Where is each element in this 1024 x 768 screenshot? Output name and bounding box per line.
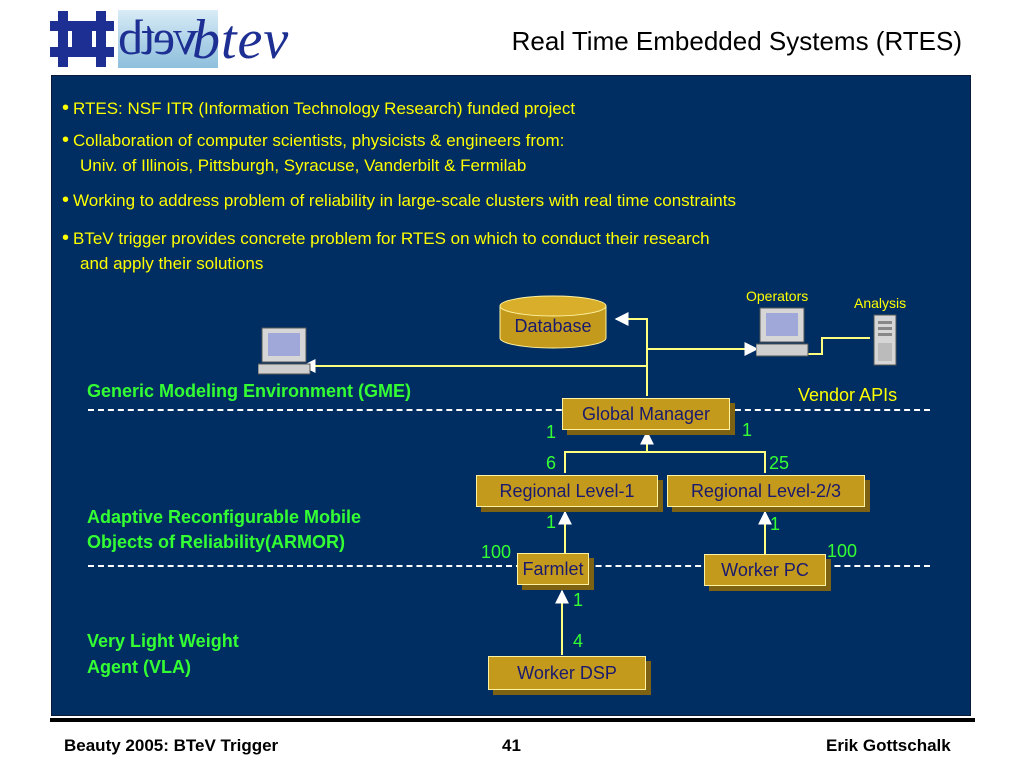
regional-level-1-box: Regional Level-1 bbox=[476, 475, 658, 507]
content-panel: •RTES: NSF ITR (Information Technology R… bbox=[51, 75, 971, 716]
gm-to-rl23-line bbox=[647, 451, 766, 473]
fermilab-btev-logo bbox=[50, 5, 330, 71]
count-rl1-bottom: 1 bbox=[546, 512, 557, 532]
count-rl23-bottom: 1 bbox=[770, 514, 781, 534]
database-label: Database bbox=[514, 316, 592, 336]
slide-title: Real Time Embedded Systems (RTES) bbox=[511, 26, 962, 56]
fermilab-logo-icon bbox=[50, 11, 114, 67]
bullet-2-continuation: Univ. of Illinois, Pittsburgh, Syracuse,… bbox=[80, 156, 527, 175]
count-farmlet-bottom: 1 bbox=[573, 590, 584, 610]
operators-workstation-icon bbox=[756, 307, 809, 357]
count-dsp-top: 4 bbox=[573, 631, 584, 651]
divider-top bbox=[88, 409, 930, 411]
armor-label-line2: Objects of Reliability(ARMOR) bbox=[87, 532, 346, 552]
logo-mirror-text: vetb bbox=[120, 9, 199, 65]
regional-level-2-3-box: Regional Level-2/3 bbox=[667, 475, 865, 507]
vla-label-line2: Agent (VLA) bbox=[87, 657, 191, 677]
farmlet-box: Farmlet bbox=[517, 553, 589, 585]
worker-pc-box: Worker PC bbox=[704, 554, 826, 586]
analysis-server-icon bbox=[873, 314, 897, 366]
bullet-1-text: RTES: NSF ITR (Information Technology Re… bbox=[73, 99, 576, 118]
bullet-4-text: BTeV trigger provides concrete problem f… bbox=[73, 229, 710, 248]
bullet-1: •RTES: NSF ITR (Information Technology R… bbox=[62, 97, 576, 119]
bullet-2-text: Collaboration of computer scientists, ph… bbox=[73, 131, 565, 150]
page-number: 41 bbox=[502, 736, 521, 755]
global-manager-box: Global Manager bbox=[562, 398, 730, 430]
analysis-label: Analysis bbox=[854, 295, 907, 311]
bullet-2: •Collaboration of computer scientists, p… bbox=[62, 129, 565, 151]
armor-label-line1: Adaptive Reconfigurable Mobile bbox=[87, 507, 362, 527]
count-farmlet-left: 100 bbox=[481, 542, 512, 562]
operators-label: Operators bbox=[746, 288, 809, 304]
count-rl1-top: 6 bbox=[546, 453, 557, 473]
count-gm-right: 1 bbox=[742, 420, 753, 440]
footer-rule bbox=[50, 718, 975, 722]
footer-left: Beauty 2005: BTeV Trigger bbox=[64, 736, 279, 755]
footer-author: Erik Gottschalk bbox=[826, 736, 951, 755]
vendor-apis-label: Vendor APIs bbox=[798, 385, 898, 405]
database-icon bbox=[499, 295, 607, 349]
gm-to-rl1-line bbox=[564, 431, 648, 473]
bullet-3: •Working to address problem of reliabili… bbox=[62, 189, 736, 211]
worker-dsp-box: Worker DSP bbox=[488, 656, 646, 690]
count-gm-left: 1 bbox=[546, 422, 557, 442]
logo-background bbox=[118, 10, 218, 68]
bullet-4: •BTeV trigger provides concrete problem … bbox=[62, 227, 710, 249]
count-rl23-top: 25 bbox=[769, 453, 790, 473]
bullet-4-continuation: and apply their solutions bbox=[80, 254, 264, 273]
diagram-connectors bbox=[301, 312, 870, 655]
gme-label: Generic Modeling Environment (GME) bbox=[87, 381, 412, 401]
logo-text: btev bbox=[192, 9, 290, 71]
vla-label-line1: Very Light Weight bbox=[87, 631, 239, 651]
divider-bottom bbox=[88, 565, 930, 567]
bullet-3-text: Working to address problem of reliabilit… bbox=[73, 191, 736, 210]
workstation-icon bbox=[258, 327, 311, 375]
gm-to-database-arrow bbox=[614, 312, 648, 396]
count-workerpc-right: 100 bbox=[827, 541, 858, 561]
